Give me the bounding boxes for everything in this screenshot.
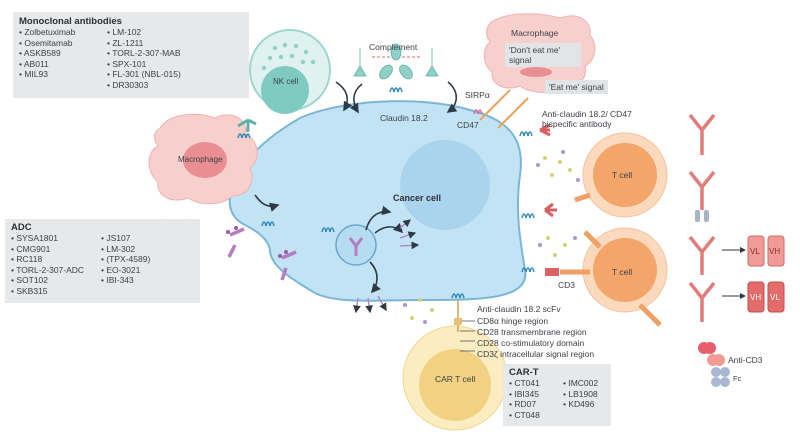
list-item: LM-102 [107,27,181,38]
complement-label: Complement [369,42,418,52]
car-t-title: CAR-T [509,367,539,378]
vl-vh-domain-top [747,235,785,267]
monoclonal-title: Monoclonal antibodies [19,16,122,27]
list-item: RD07 [509,399,553,410]
list-item: IBI345 [509,389,553,400]
car-t-cell-label: CAR T cell [435,374,476,384]
cytokines [403,150,580,324]
list-item: SKB315 [11,286,91,297]
anti-cd3-domain [698,342,725,366]
construct-hinge: CD8α hinge region [477,316,549,326]
construct-cd3z: CD3ζ intracellular signal region [477,349,595,359]
list-item: ASKB589 [19,48,97,59]
monoclonal-list-col2: LM-102 ZL-1211 TORL-2-307-MAB SPX-101 FL… [107,27,181,91]
monoclonal-antibodies-panel: Monoclonal antibodies Zolbetuximab Osemi… [13,12,249,98]
list-item: JS107 [101,233,150,244]
list-item: SOT102 [11,275,91,286]
t-cell-top [582,132,668,218]
cancer-cell-label: Cancer cell [393,193,442,203]
list-item: RC118 [11,254,91,265]
eat-me-signal: 'Eat me' signal [545,80,608,94]
internalized-adc [348,237,364,256]
monoclonal-list-col1: Zolbetuximab Osemitamab ASKB589 AB011 MI… [19,27,97,91]
car-t-list-col2: IMC002 LB1908 KD496 [563,378,598,420]
vh-label-top: VH [769,247,781,256]
list-item: SPX-101 [107,59,181,70]
list-item: KD496 [563,399,598,410]
list-item: FL-301 (NBL-015) [107,69,181,80]
list-item: AB011 [19,59,97,70]
list-item: IBI-343 [101,275,150,286]
anti-cd3-label: Anti-CD3 [728,355,763,365]
list-item: (TPX-4589) [101,254,150,265]
cancer-nucleus [400,140,490,230]
list-item: MIL93 [19,69,97,80]
vh-label-bottom: VH [750,293,762,302]
list-item: EO-3021 [101,265,150,276]
list-item: CT041 [509,378,553,389]
list-item: IMC002 [563,378,598,389]
vl-label-top: VL [750,247,760,256]
car-t-panel: CAR-T CT041 IBI345 RD07 CT048 IMC002 LB1… [503,364,611,426]
adc-panel: ADC SYSA1801 CMG901 RC118 TORL-2-307-ADC… [5,219,200,303]
macrophage-left-label: Macrophage [178,155,223,164]
adc-list-col1: SYSA1801 CMG901 RC118 TORL-2-307-ADC SOT… [11,233,91,297]
sirpa-label: SIRPα [465,90,490,100]
list-item: DR30303 [107,80,181,91]
list-item: Zolbetuximab [19,27,97,38]
dont-eat-me-signal: 'Don't eat me' signal [505,43,581,67]
car-t-list-col1: CT041 IBI345 RD07 CT048 [509,378,553,420]
vl-label-bottom: VL [770,293,780,302]
list-item: CT048 [509,410,553,421]
nk-cell-label: NK cell [273,77,299,86]
vh-vl-domain-bottom [747,281,785,313]
adc-title: ADC [11,222,32,233]
list-item: Osemitamab [19,38,97,49]
list-item: LM-302 [101,244,150,255]
list-item: LB1908 [563,389,598,400]
t-cell-label-1: T cell [612,170,633,180]
fc-label: Fc [733,374,742,383]
list-item: SYSA1801 [11,233,91,244]
t-cell-label-2: T cell [612,267,633,277]
cd3-label: CD3 [558,280,576,290]
construct-scfv: Anti-claudin 18.2 scFv [477,304,561,314]
adc-list-col2: JS107 LM-302 (TPX-4589) EO-3021 IBI-343 [101,233,150,297]
list-item: ZL-1211 [107,38,181,49]
construct-transmembrane: CD28 transmembrane region [477,327,587,337]
t-cell-bottom [582,227,668,313]
construct-costim: CD28 co-stimulatory domain [477,338,585,348]
list-item: TORL-2-307-ADC [11,265,91,276]
cd47-label: CD47 [457,120,479,130]
car-t-cell [402,325,508,431]
bispecific-antibody-label: Anti-claudin 18.2/ CD47 bispecific antib… [542,109,632,129]
macrophage-top-label: Macrophage [511,28,559,38]
list-item: CMG901 [11,244,91,255]
fc-domain [711,367,730,387]
claudin-label: Claudin 18.2 [380,113,428,123]
list-item: TORL-2-307-MAB [107,48,181,59]
nk-cell [249,29,331,114]
